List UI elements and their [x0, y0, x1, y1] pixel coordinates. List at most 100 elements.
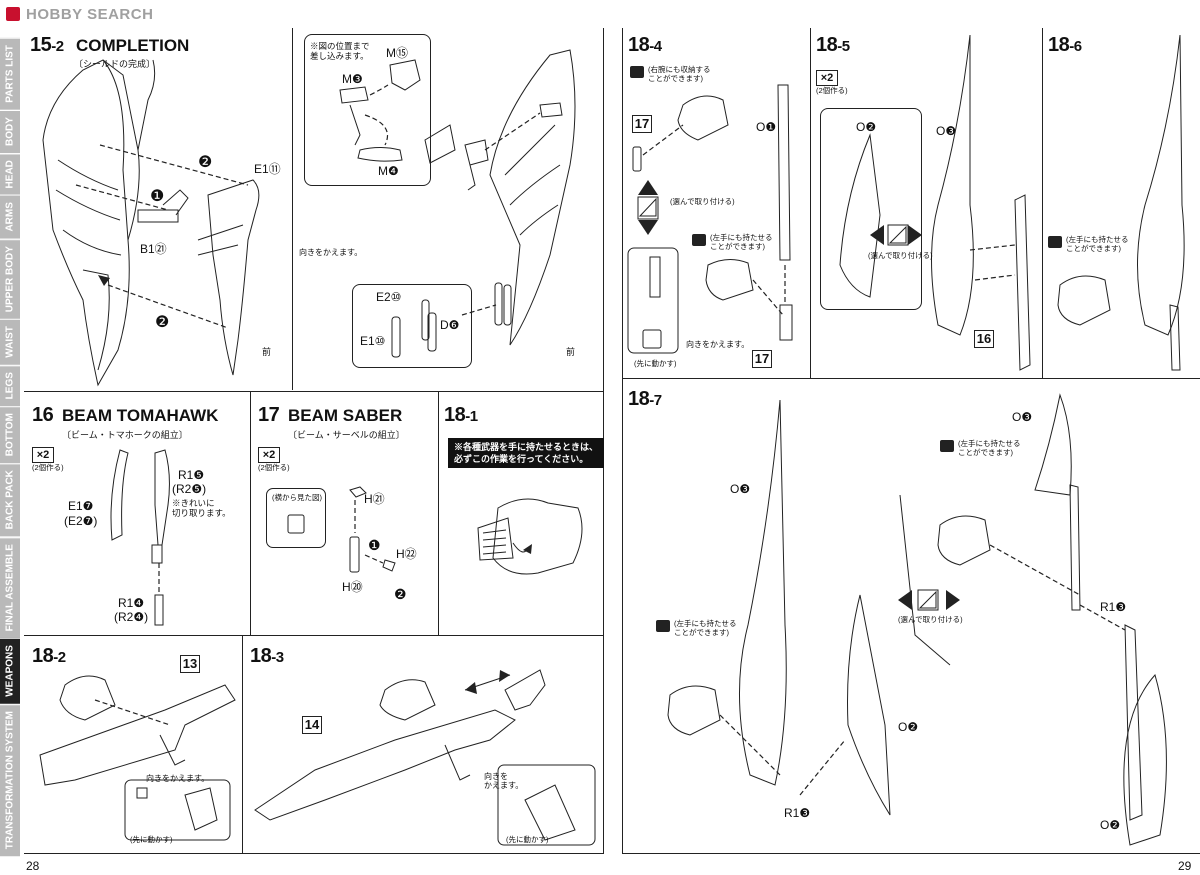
choose-note: (選んで取り付ける) [898, 615, 963, 624]
section-tab[interactable]: WAIST [0, 318, 20, 365]
section-tab[interactable]: BODY [0, 109, 20, 153]
part-label: O❸ [730, 482, 751, 496]
page-number-right: 29 [1178, 859, 1192, 873]
step-marker: ❶ [150, 188, 165, 205]
callout-box [352, 284, 472, 368]
shield-side-drawing [424, 49, 576, 346]
callout-box [820, 108, 922, 310]
step-number: 18-5 [816, 34, 850, 56]
left-hand-note: (左手にも持たせる ことができます) [958, 439, 1021, 457]
section-tab[interactable]: WEAPONS [0, 637, 20, 704]
step-marker: ❷ [198, 154, 213, 171]
step-number: 18-3 [250, 645, 284, 667]
divider [24, 391, 604, 392]
page-number-left: 28 [26, 859, 40, 873]
step-number: 17 [258, 404, 280, 426]
axe-blade-drawing [839, 34, 1031, 371]
part-label: B1㉑ [140, 242, 167, 256]
right-arm-storage-note: (右腕にも収納する ことができます) [648, 65, 711, 83]
part-number-box: 14 [302, 716, 322, 734]
part-label: E1❼ [68, 499, 94, 513]
section-tab[interactable]: FINAL ASSEMBLE [0, 536, 20, 638]
divider [622, 853, 1200, 854]
part-label: D❻ [440, 318, 460, 332]
quantity-note: (2個作る) [816, 86, 848, 95]
step-marker: ❷ [155, 314, 170, 331]
divider [1042, 28, 1043, 378]
part-label: O❶ [756, 120, 777, 134]
part-label: E2⑩ [376, 290, 402, 304]
part-label: R1❸ [784, 806, 811, 820]
part-label: R1❺ [178, 468, 205, 482]
part-number-box: 16 [974, 330, 994, 348]
shield-assembly-drawing [42, 59, 260, 387]
part-label: H⑳ [342, 580, 363, 594]
divider [438, 391, 439, 635]
part-label: O❷ [1100, 818, 1121, 832]
step-number: 18-6 [1048, 34, 1082, 56]
part-label: O❸ [1012, 410, 1033, 424]
step-marker: ❷ [394, 586, 407, 602]
cut-note: ※きれいに 切り取ります。 [172, 498, 231, 518]
part-number-box: 17 [752, 350, 772, 368]
step-marker: ❶ [368, 537, 381, 553]
divider [292, 28, 293, 390]
part-label: R1❸ [1100, 600, 1127, 614]
left-hand-note: (左手にも持たせる ことができます) [710, 233, 773, 251]
step-number: 18-4 [628, 34, 662, 56]
section-tab[interactable]: UPPER BODY [0, 238, 20, 319]
d-parts-drawing [391, 282, 512, 358]
warning-banner: ※各種武器を手に持たせるときは、 必ずこの作業を行ってください。 [448, 438, 605, 469]
divider [622, 378, 1200, 379]
section-tab[interactable]: ARMS [0, 195, 20, 239]
part-label: R1❹ [118, 596, 145, 610]
tomahawk-drawing [110, 449, 170, 626]
step-number: 16 [32, 404, 54, 426]
hobby-search-logo: HOBBY SEARCH [6, 4, 153, 24]
section-tab[interactable]: PARTS LIST [0, 38, 20, 110]
choose-note: (選んで取り付ける) [670, 197, 735, 206]
dual-arrow-icon [692, 234, 706, 246]
turn-note: 向きを かえます。 [484, 772, 524, 791]
part-label: H㉒ [396, 547, 417, 561]
step-title: BEAM SABER [288, 406, 403, 425]
rifle-13-drawing [39, 675, 236, 841]
part-label: M❹ [378, 164, 399, 178]
left-hand-note: (左手にも持たせる ことができます) [1066, 235, 1129, 253]
section-tab[interactable]: BOTTOM [0, 405, 20, 464]
divider [250, 391, 251, 635]
step-number: 15-2 [30, 34, 64, 56]
quantity-badge: ×2 [32, 447, 54, 463]
section-tab[interactable]: TRANSFORMATION SYSTEM [0, 703, 20, 856]
quantity-badge: ×2 [258, 447, 280, 463]
front-arrow-label: 前 [262, 347, 272, 357]
step-title: COMPLETION [76, 36, 190, 55]
callout-note: ※図の位置まで 差し込みます。 [310, 41, 370, 61]
dual-arrow-icon [940, 440, 954, 452]
callout-box [304, 34, 431, 186]
side-view-box [266, 488, 326, 548]
part-label: (E2❼) [64, 514, 98, 528]
part-label: O❷ [856, 120, 877, 134]
m-parts-drawing [339, 59, 421, 162]
quantity-note: (2個作る) [258, 463, 290, 472]
section-tab[interactable]: BACK PACK [0, 463, 20, 537]
side-view-note: (横から見た図) [272, 493, 322, 502]
dual-arrow-icon [656, 620, 670, 632]
section-tab[interactable]: HEAD [0, 152, 20, 196]
section-tab[interactable]: LEGS [0, 364, 20, 406]
logo-text: HOBBY SEARCH [26, 5, 154, 23]
turn-note: 向きをかえます。 [299, 248, 363, 257]
part-label: O❷ [898, 720, 919, 734]
part-label: O❸ [936, 124, 957, 138]
saber-drawing [287, 486, 396, 573]
front-arrow-label: 前 [566, 347, 576, 357]
hand-drawing [477, 498, 583, 575]
divider [810, 28, 811, 378]
step-number: 18-7 [628, 388, 662, 410]
axe-variants-drawing [667, 393, 1167, 846]
step-number: 18-2 [32, 645, 66, 667]
turn-note: 向きをかえます。 [146, 774, 210, 783]
step-subtitle: 〔ビーム・トマホークの組立〕 [62, 430, 188, 440]
part-label: E1⑪ [254, 162, 281, 176]
